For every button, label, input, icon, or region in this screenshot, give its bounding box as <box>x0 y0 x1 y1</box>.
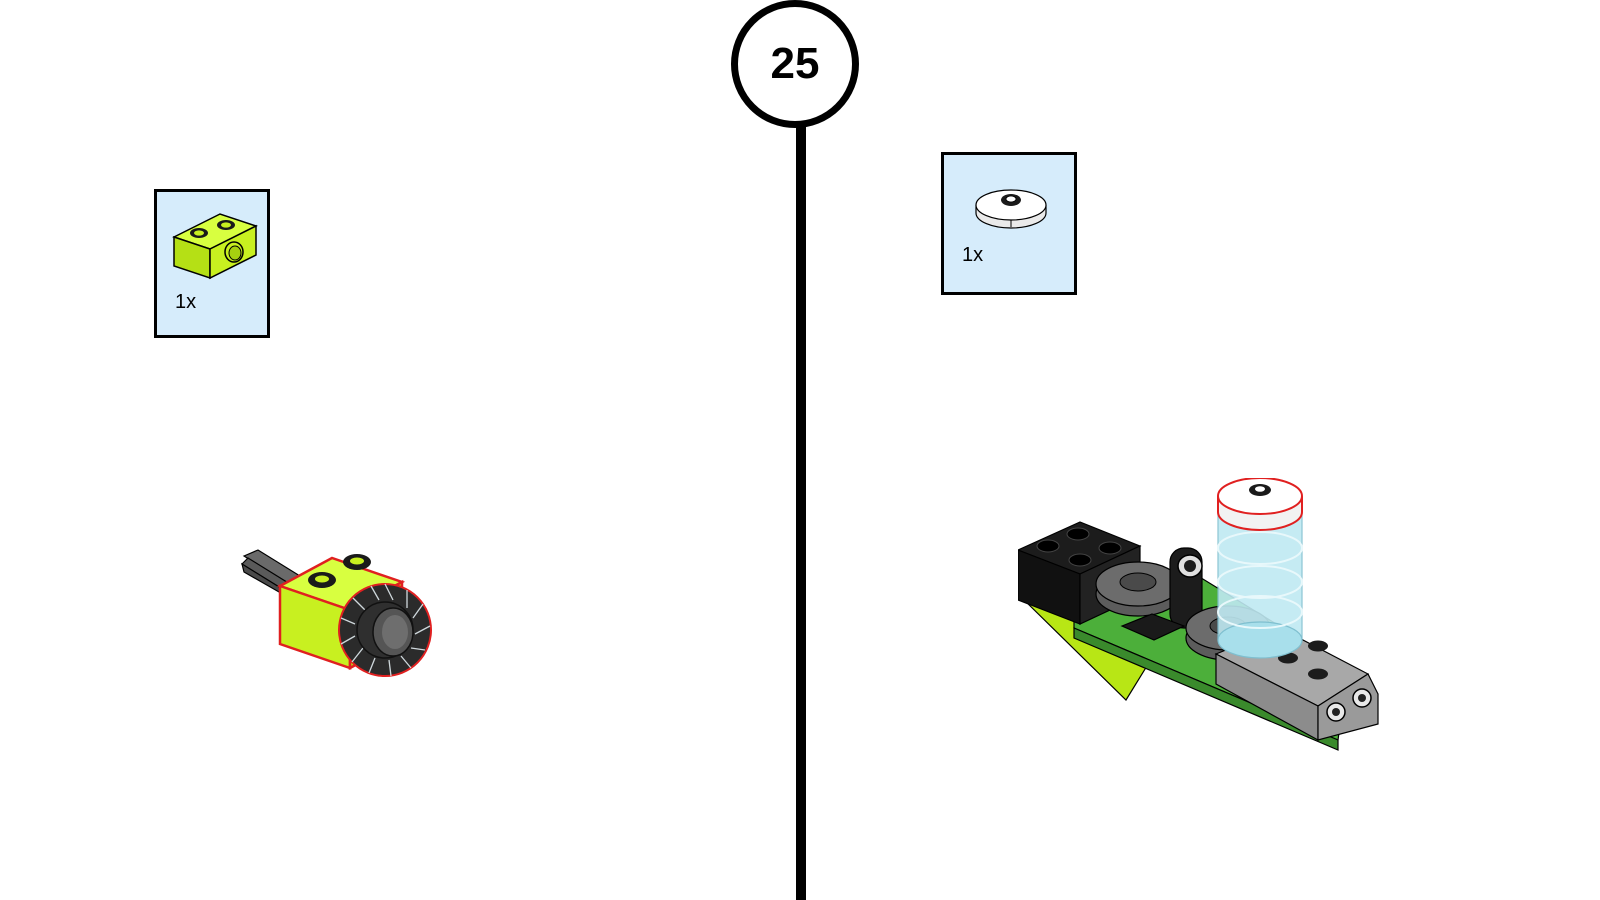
quantity-label: 1x <box>962 244 984 266</box>
step-number-badge: 25 <box>731 0 859 128</box>
parts-callout-left: 1x <box>154 189 270 338</box>
axle-gear-brick-assembly-icon <box>241 549 432 677</box>
white-round-tile-icon <box>975 189 1047 229</box>
step-number: 25 <box>770 39 820 88</box>
vehicle-submodel-assembly-icon <box>1018 478 1379 751</box>
quantity-label: 1x <box>175 291 197 313</box>
lime-technic-brick-icon <box>172 213 258 280</box>
parts-callout-right: 1x <box>941 152 1077 295</box>
step-divider-line <box>796 120 806 900</box>
